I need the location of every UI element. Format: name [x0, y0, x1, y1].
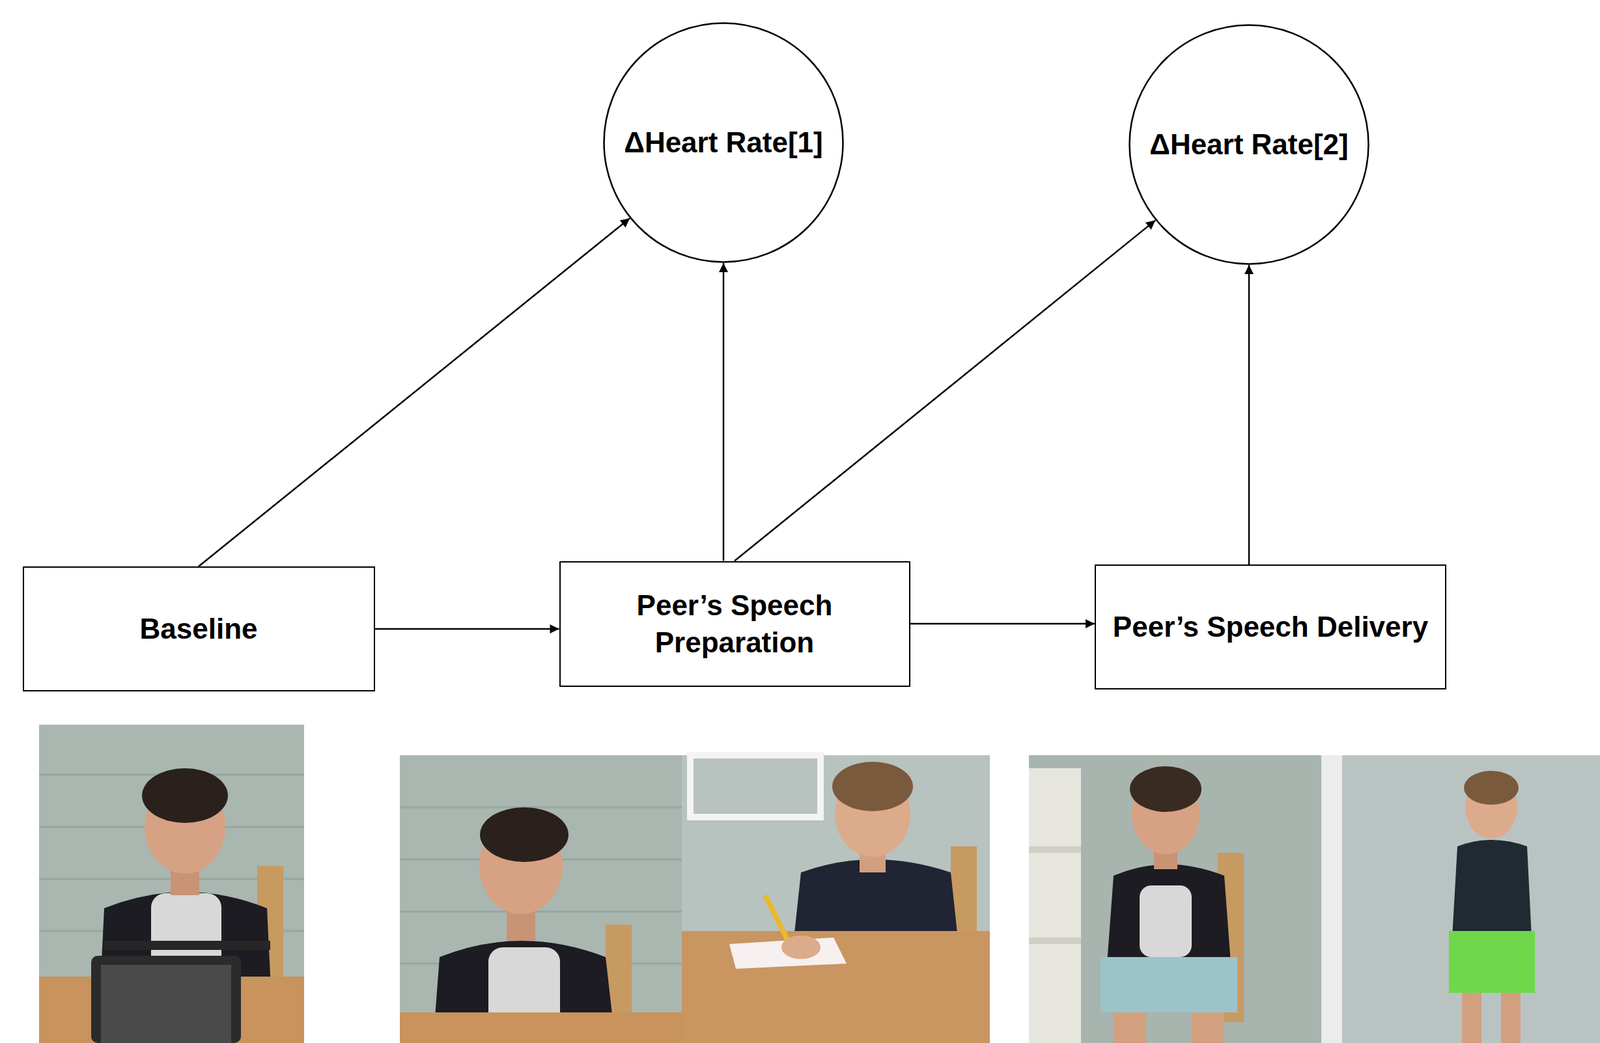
photo-delivery-listener-part	[1191, 1012, 1225, 1043]
photo-baseline	[39, 724, 305, 1043]
circle-outline-shape	[604, 23, 844, 263]
photo-preparation-speaker-part	[832, 761, 913, 812]
photo-baseline-part	[39, 724, 305, 1043]
photo-baseline-part	[141, 768, 228, 824]
photo-preparation-listener-part	[399, 1012, 682, 1043]
phase-box: Peer’s Speech Delivery	[1094, 564, 1447, 690]
photo-delivery-speaker-part	[1461, 993, 1482, 1043]
node-label: ΔHeart Rate[2]	[1149, 125, 1349, 163]
photo-preparation-speaker	[681, 755, 990, 1043]
arrow-connector	[375, 628, 560, 631]
photo-delivery-speaker-part	[1452, 840, 1532, 938]
photo-delivery-speaker-part	[1321, 755, 1343, 1043]
photo-delivery-listener-part	[1129, 766, 1202, 813]
arrow-connector	[198, 218, 630, 567]
photo-delivery-listener-part	[1028, 755, 1322, 1043]
node-label: Peer’s Speech Preparation	[576, 586, 894, 661]
photo-preparation-speaker-part	[690, 755, 821, 818]
arrow-connector	[1248, 265, 1251, 565]
node-label: Peer’s Speech Delivery	[1112, 608, 1429, 646]
outcome-circle: ΔHeart Rate[1]	[603, 22, 844, 264]
arrow-connector	[734, 220, 1156, 561]
arrow-connector	[910, 623, 1096, 626]
photo-baseline-part	[100, 965, 232, 1043]
arrow-connector	[722, 263, 725, 562]
photo-delivery-speaker-part	[1501, 993, 1521, 1043]
phase-box: Peer’s Speech Preparation	[559, 561, 911, 688]
photo-delivery-speaker	[1321, 755, 1600, 1043]
photo-baseline-part	[91, 955, 241, 1043]
phase-box: Baseline	[22, 566, 376, 692]
node-label: Baseline	[140, 610, 258, 648]
photo-delivery-listener-part	[1100, 957, 1238, 1013]
photo-preparation-speaker-part	[681, 755, 990, 1043]
photo-preparation-listener-part-part	[399, 806, 682, 809]
photo-preparation-listener-part	[399, 807, 682, 964]
photo-preparation-listener-part	[399, 755, 682, 1043]
photo-preparation-speaker-part	[681, 931, 990, 1043]
photo-preparation-listener-part-part	[399, 911, 682, 913]
photo-delivery-listener	[1028, 755, 1322, 1043]
photo-delivery-listener-part	[1113, 1012, 1147, 1043]
circle-outline-shape	[1129, 25, 1369, 265]
photo-delivery-listener-part	[1107, 864, 1231, 965]
outcome-circle: ΔHeart Rate[2]	[1128, 24, 1370, 266]
photo-baseline-part	[104, 940, 271, 951]
photo-preparation-speaker-part	[781, 935, 821, 960]
photo-delivery-listener-part	[1139, 885, 1192, 958]
photo-delivery-speaker-part	[1448, 931, 1535, 994]
photo-delivery-listener-part	[1028, 937, 1081, 945]
photo-delivery-listener-part	[1028, 846, 1081, 854]
photo-delivery-speaker-part	[1463, 771, 1519, 805]
node-label: ΔHeart Rate[1]	[623, 123, 824, 161]
photo-delivery-listener-part	[1028, 768, 1081, 1043]
photo-preparation-listener	[399, 755, 682, 1043]
photo-delivery-speaker-part	[1321, 755, 1600, 1043]
photo-preparation-listener-part	[479, 807, 569, 863]
